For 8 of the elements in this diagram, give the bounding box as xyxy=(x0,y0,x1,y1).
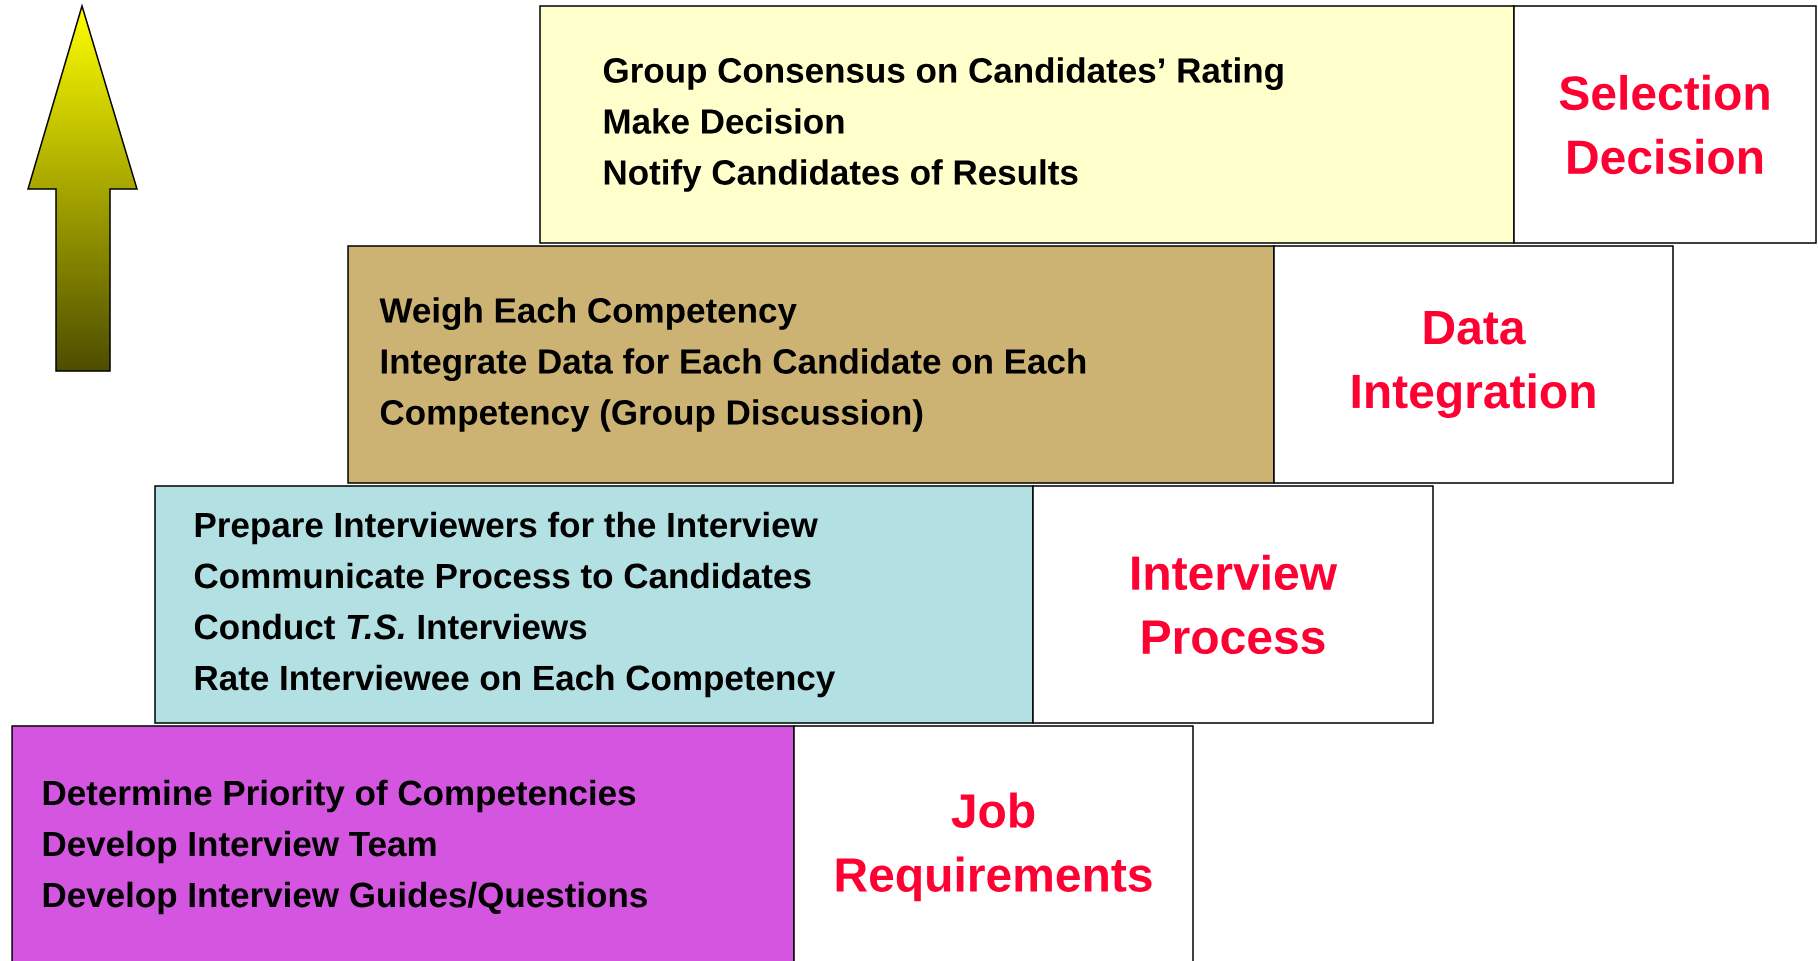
step-box: Determine Priority of Competencies Develop Interview Team Develop Interview Guides/Questions xyxy=(11,725,795,961)
stage-box: Job Requirements xyxy=(793,725,1194,961)
stage-box: Data Integration xyxy=(1273,245,1674,484)
step-box: Prepare Interviewers for the Interview Communicate Process to Candidates Conduct T.S. Interviews Rate Interviewee on Each Competency xyxy=(154,485,1034,724)
stage-box: Selection Decision xyxy=(1513,5,1817,244)
step-box: Weigh Each Competency Integrate Data for Each Candidate on Each Competency (Group Discussion) xyxy=(347,245,1275,484)
stage-box: Interview Process xyxy=(1032,485,1434,724)
step-box: Group Consensus on Candidates’ Rating Make Decision Notify Candidates of Results xyxy=(539,5,1515,244)
